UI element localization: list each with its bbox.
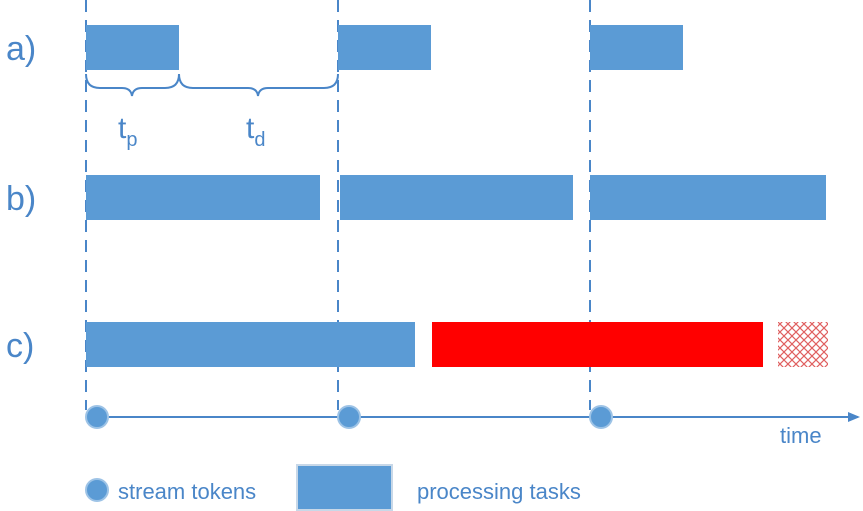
stream-token: [337, 405, 361, 429]
tp-brace: [85, 73, 180, 97]
overrun-hatched-bar: [778, 322, 828, 367]
processing-task-bar: [590, 25, 683, 70]
overrun-task-bar: [432, 322, 763, 367]
row-label-a: a): [6, 30, 36, 68]
td-annotation: td: [246, 112, 265, 151]
processing-task-bar: [86, 322, 415, 367]
td-brace: [178, 73, 339, 97]
legend-tokens-label: stream tokens: [118, 479, 256, 504]
time-axis-label: time: [780, 423, 822, 448]
legend-task-symbol: [296, 464, 393, 511]
legend-tasks-label: processing tasks: [417, 479, 581, 504]
tp-annotation: tp: [118, 112, 137, 151]
processing-task-bar: [590, 175, 826, 220]
stream-token: [589, 405, 613, 429]
row-label-b: b): [6, 180, 36, 218]
processing-task-bar: [338, 25, 431, 70]
processing-task-bar: [340, 175, 573, 220]
stream-token: [85, 405, 109, 429]
processing-task-bar: [86, 25, 179, 70]
row-label-c: c): [6, 327, 34, 365]
processing-task-bar: [86, 175, 320, 220]
legend-token-symbol: [85, 478, 109, 502]
